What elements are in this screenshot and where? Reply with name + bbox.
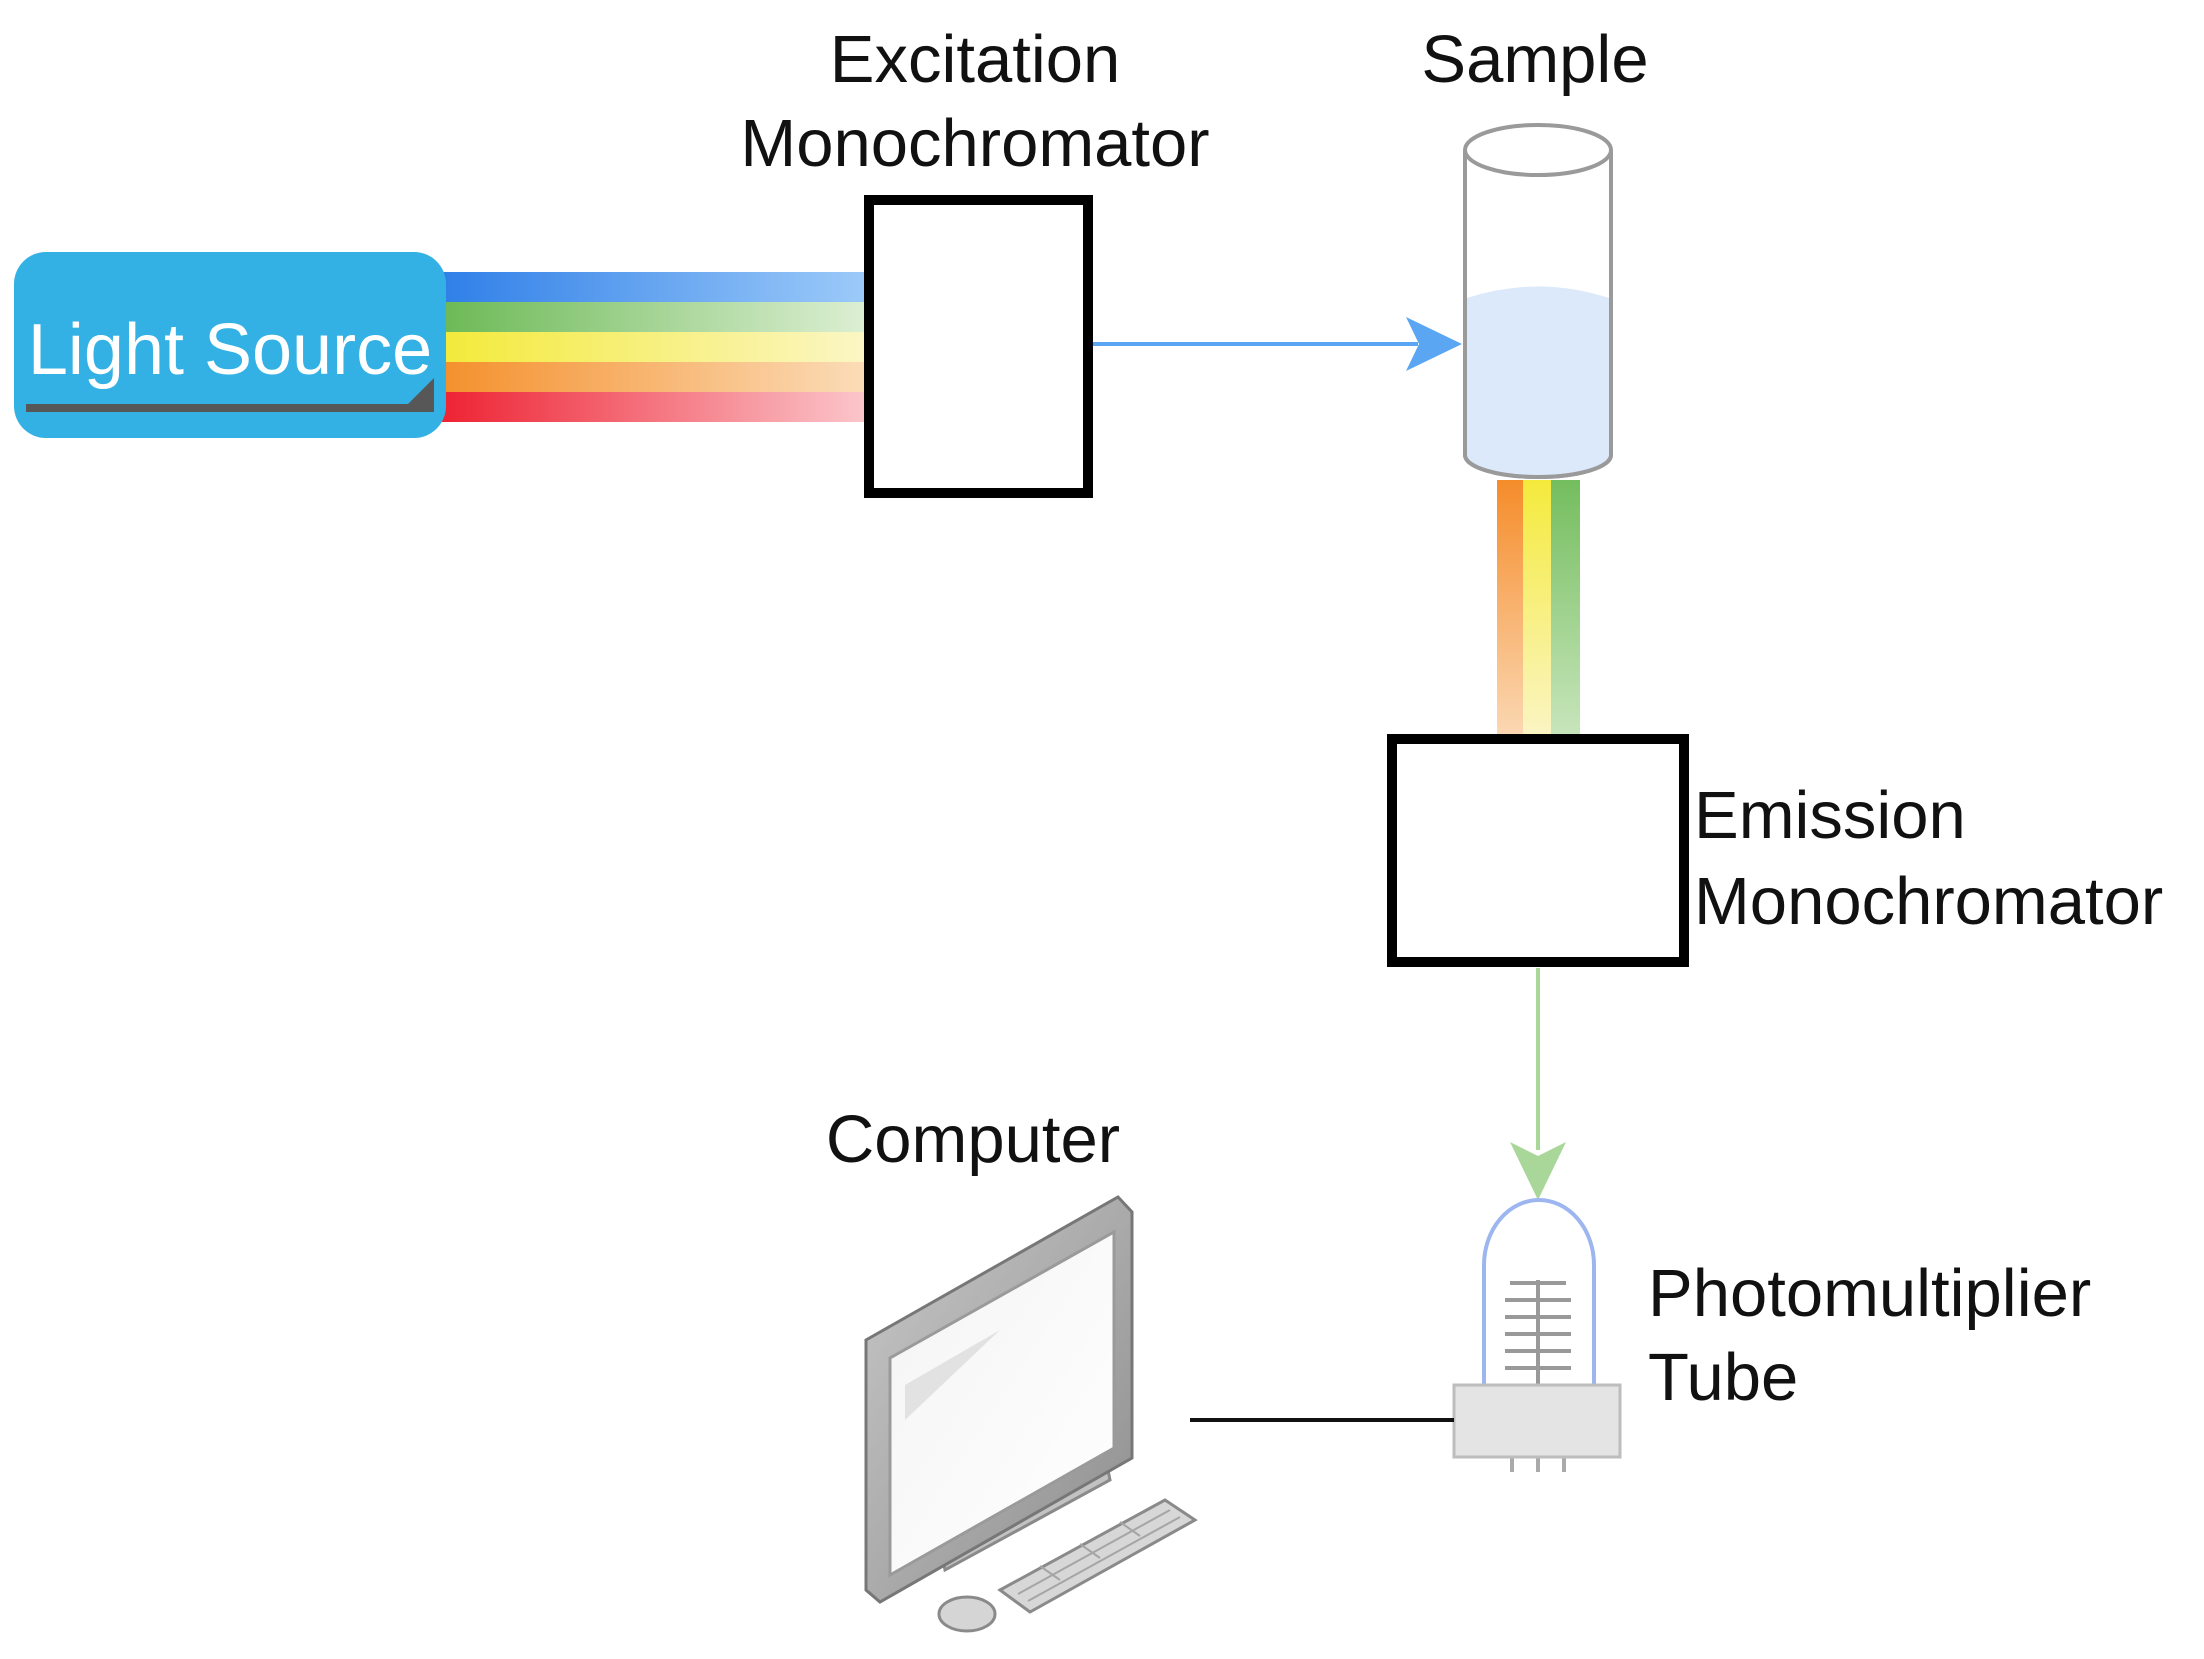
input-light-beam <box>440 272 865 422</box>
mouse <box>937 1595 997 1633</box>
excitation-monochromator-box <box>864 195 1093 498</box>
monitor-glare <box>905 1330 1000 1420</box>
emission-beam-orange <box>1497 480 1523 740</box>
monitor-screen <box>888 1229 1116 1578</box>
excitation-arrowhead <box>1406 317 1462 371</box>
pmt-label-line1: Photomultiplier <box>1648 1256 2091 1331</box>
pmt-base <box>1452 1383 1622 1459</box>
light-source-box <box>14 252 446 438</box>
emission-arrow <box>1510 968 1566 1200</box>
sample-cuvette: Sample <box>1421 22 1649 479</box>
emission-beam-yellow <box>1523 480 1551 740</box>
computer-label: Computer <box>826 1102 1120 1177</box>
excitation-label-line1: Excitation <box>830 22 1120 97</box>
photomultiplier-tube: Photomultiplier Tube <box>1452 1198 2091 1472</box>
sample-liquid <box>1467 286 1609 475</box>
excitation-monochromator: Excitation Monochromator <box>740 22 1210 498</box>
keyboard-keys <box>1017 1509 1181 1602</box>
light-source-corner <box>400 378 434 412</box>
computer: Computer <box>826 1102 1198 1633</box>
emission-monochromator: Emission Monochromator <box>1387 734 2163 967</box>
emission-arrowhead <box>1510 1142 1566 1200</box>
beam-blue <box>440 272 865 302</box>
excitation-label-line2: Monochromator <box>740 106 1209 181</box>
light-source-underline <box>26 404 434 412</box>
emission-monochromator-box <box>1387 734 1689 967</box>
emission-light-beam <box>1497 480 1580 740</box>
emission-label-line2: Monochromator <box>1694 864 2163 939</box>
emission-label-line1: Emission <box>1694 778 1966 853</box>
emission-beam-green <box>1551 480 1580 740</box>
light-source-label: Light Source <box>28 310 432 390</box>
beam-orange <box>440 362 865 392</box>
sample-label: Sample <box>1421 22 1648 97</box>
beam-yellow <box>440 332 865 362</box>
cuvette-top <box>1463 123 1613 177</box>
pmt-dynodes <box>1505 1281 1571 1370</box>
pmt-label-line2: Tube <box>1648 1340 1798 1415</box>
light-source: Light Source <box>14 252 446 438</box>
beam-red <box>440 392 865 422</box>
beam-green <box>440 302 865 332</box>
excitation-arrow <box>1093 317 1462 371</box>
